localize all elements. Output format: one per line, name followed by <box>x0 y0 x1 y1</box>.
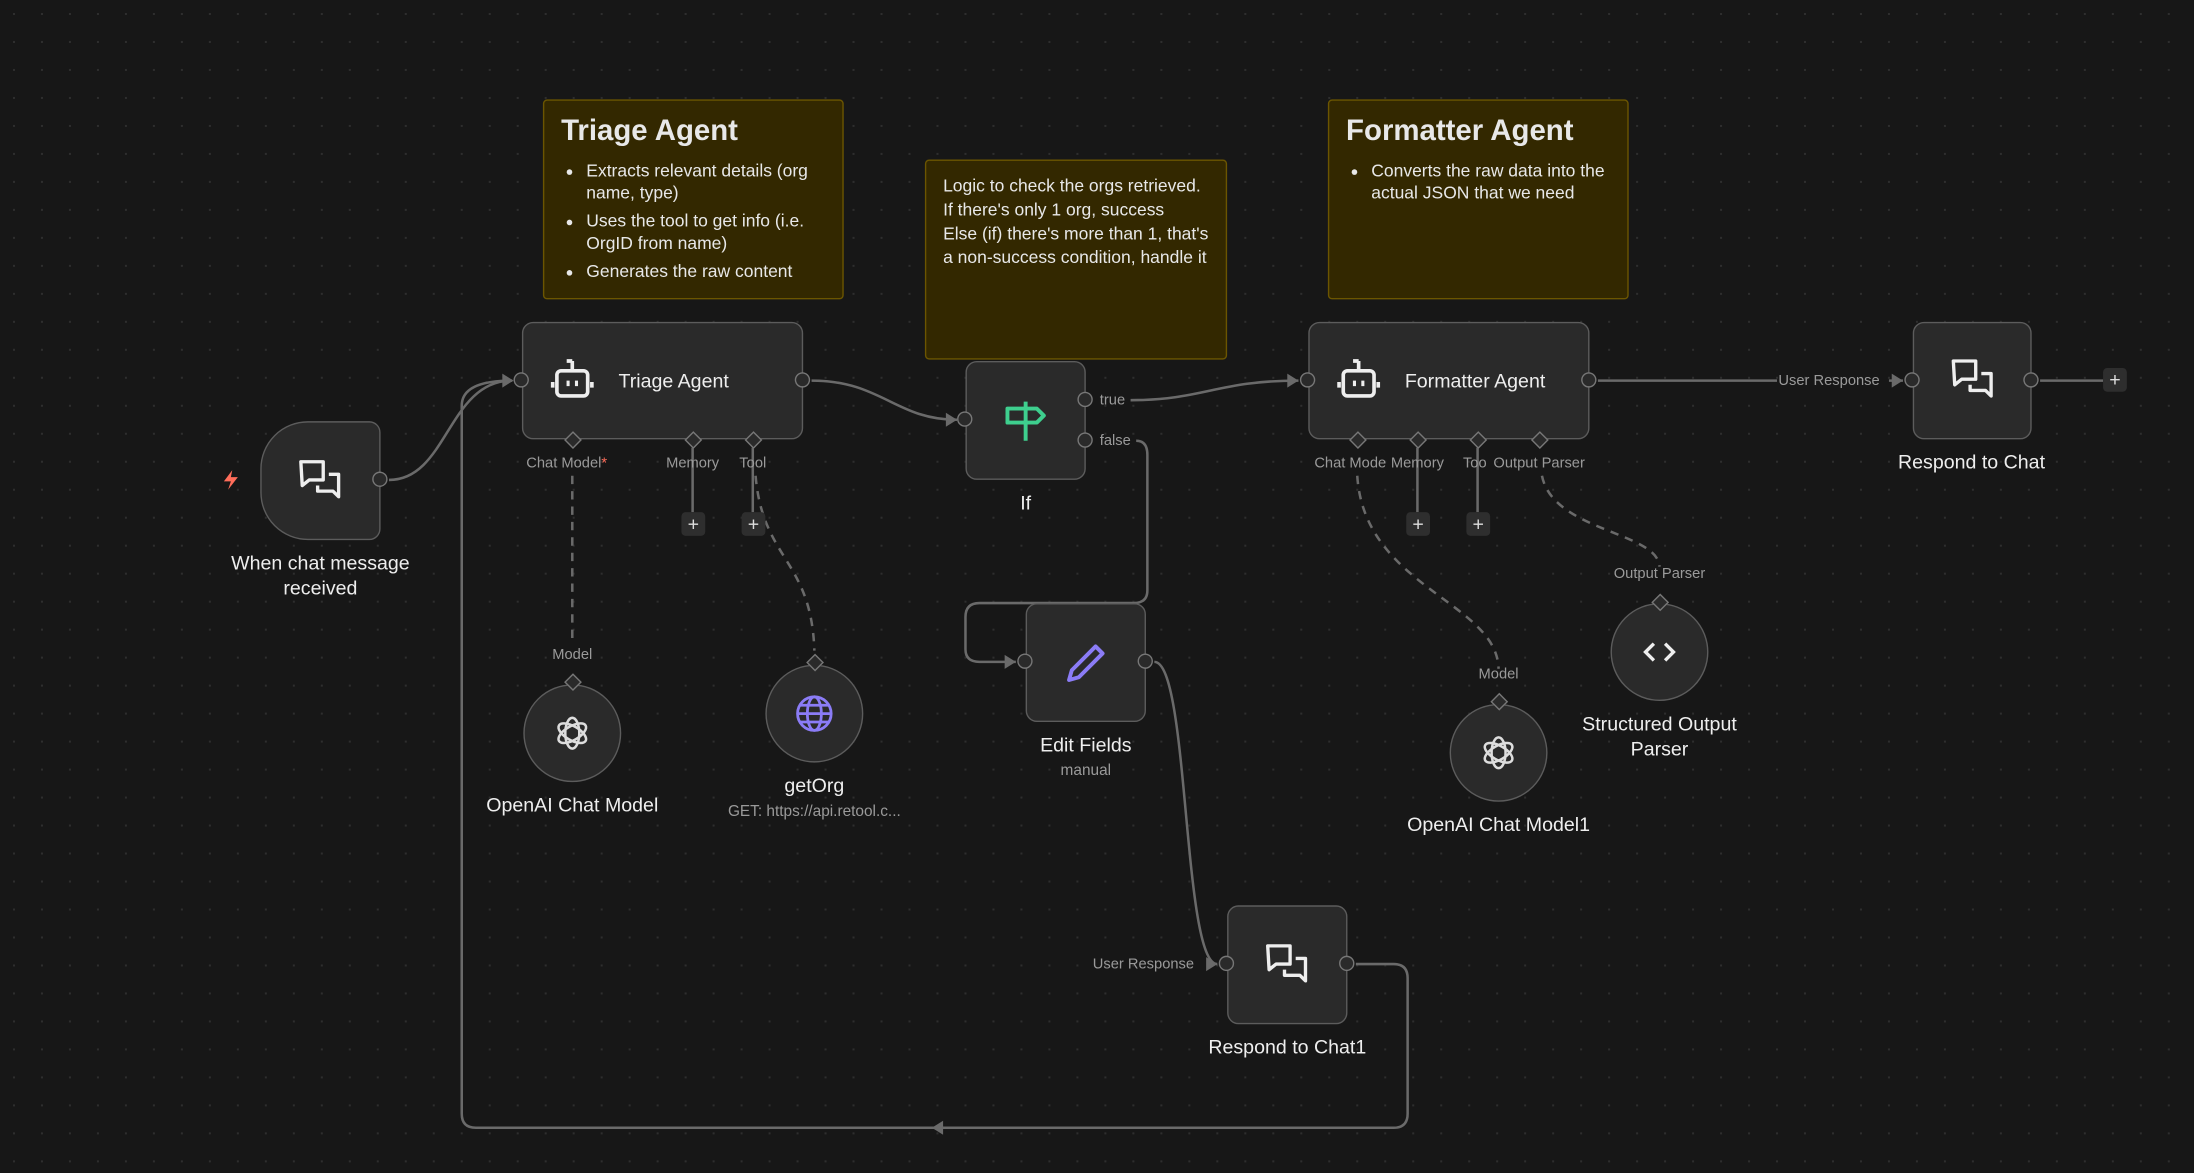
sticky-line: If there's only 1 org, success <box>943 200 1165 220</box>
sticky-item: Uses the tool to get info (i.e. OrgID fr… <box>586 210 825 255</box>
node-edit-fields[interactable] <box>1025 603 1146 723</box>
node-title: Formatter Agent <box>1404 369 1546 392</box>
sticky-title: Formatter Agent <box>1346 114 1574 147</box>
wire-parser-formatter <box>1540 475 1661 567</box>
node-label: OpenAI Chat Model <box>486 793 659 816</box>
add-tool-button[interactable]: + <box>1466 512 1491 536</box>
input-port[interactable] <box>957 411 973 427</box>
sticky-note-triage[interactable]: Triage Agent Extracts relevant details (… <box>542 99 844 300</box>
port-label: Model <box>1478 666 1519 683</box>
globe-icon <box>796 695 833 732</box>
wire-triage-if <box>811 379 958 422</box>
output-label-false: false <box>1099 432 1131 450</box>
sticky-note-if-logic[interactable]: Logic to check the orgs retrieved. If th… <box>924 159 1228 360</box>
port-label: Too <box>1462 454 1487 472</box>
port-label: Output Parser <box>1493 454 1585 472</box>
port-label: Model <box>552 646 593 664</box>
sticky-item: Converts the raw data into the actual JS… <box>1371 160 1610 205</box>
add-node-button[interactable]: + <box>2103 367 2127 392</box>
code-brackets-icon <box>1643 642 1676 662</box>
lightning-bolt-icon <box>223 470 238 490</box>
edge-label: User Response <box>1092 955 1195 973</box>
node-openai-chat-model[interactable] <box>523 684 622 783</box>
wire-edit-respond1 <box>1153 660 1218 966</box>
input-port[interactable] <box>1017 653 1033 669</box>
node-label: If <box>1020 491 1032 514</box>
output-port-true[interactable] <box>1077 391 1093 408</box>
output-port[interactable] <box>1137 653 1153 669</box>
wire-if-false-edit <box>964 439 1149 664</box>
wire-getorg-triage <box>754 475 816 651</box>
output-port[interactable] <box>372 471 388 487</box>
openai-icon <box>557 716 588 750</box>
node-subtitle: manual <box>1060 762 1112 780</box>
port-label: Chat Model* <box>526 454 608 472</box>
wire-openai1-formatter <box>1355 475 1500 669</box>
node-label: When chat message received <box>231 551 410 599</box>
node-structured-output-parser[interactable] <box>1610 603 1709 702</box>
edge-label: User Response <box>1778 372 1880 389</box>
add-memory-button[interactable]: + <box>1406 512 1431 536</box>
node-label: Respond to Chat <box>1898 450 2046 473</box>
input-port[interactable] <box>1218 955 1235 972</box>
port-label: Tool <box>739 454 767 472</box>
node-label: Respond to Chat1 <box>1208 1035 1367 1058</box>
node-getorg[interactable] <box>765 664 864 763</box>
node-respond-to-chat1[interactable] <box>1227 905 1348 1025</box>
chat-bubbles-icon <box>1950 359 1993 398</box>
node-label: Structured Output Parser <box>1582 712 1737 760</box>
node-label: getOrg <box>784 773 845 797</box>
sticky-item: Extracts relevant details (org name, typ… <box>586 160 825 205</box>
node-formatter-agent[interactable]: Formatter Agent <box>1308 321 1590 440</box>
sticky-title: Triage Agent <box>561 114 738 147</box>
node-triage-agent[interactable]: Triage Agent <box>521 321 804 440</box>
output-port[interactable] <box>1339 955 1355 972</box>
port-label: Chat Mode <box>1314 454 1387 472</box>
add-memory-button[interactable]: + <box>681 512 706 536</box>
node-title: Triage Agent <box>618 369 729 392</box>
input-port[interactable] <box>1299 372 1316 388</box>
output-port[interactable] <box>2023 372 2039 388</box>
input-port[interactable] <box>1904 372 1920 388</box>
output-port[interactable] <box>1581 372 1597 388</box>
wire-if-true-formatter <box>1130 379 1299 402</box>
chat-bubbles-icon <box>1266 943 1308 982</box>
node-if[interactable] <box>965 361 1086 480</box>
sticky-line: Logic to check the orgs retrieved. <box>943 176 1201 196</box>
sticky-item: Generates the raw content <box>586 260 825 282</box>
port-label: Memory <box>1390 454 1444 472</box>
port-label: Memory <box>666 454 720 472</box>
node-chat-trigger[interactable] <box>260 421 381 541</box>
port-label: Output Parser <box>1613 565 1706 583</box>
chat-bubbles-icon <box>299 459 341 498</box>
wire-trigger-triage <box>388 379 513 482</box>
node-respond-to-chat[interactable] <box>1912 321 2032 440</box>
add-tool-button[interactable]: + <box>741 512 766 536</box>
node-subtitle: GET: https://api.retool.c... <box>727 803 901 820</box>
output-label-true: true <box>1099 391 1126 409</box>
output-port-false[interactable] <box>1077 432 1093 448</box>
input-port[interactable] <box>513 372 529 388</box>
sticky-note-formatter[interactable]: Formatter Agent Converts the raw data in… <box>1327 99 1629 300</box>
node-label: OpenAI Chat Model1 <box>1407 812 1591 836</box>
signpost-icon <box>1005 400 1046 441</box>
pencil-icon <box>1067 643 1105 682</box>
output-port[interactable] <box>794 372 811 388</box>
robot-icon <box>1337 359 1381 398</box>
node-label: Edit Fields <box>1040 733 1132 756</box>
sticky-line: Else (if) there's more than 1, that's a … <box>943 223 1209 268</box>
openai-icon <box>1483 736 1514 770</box>
node-openai-chat-model1[interactable] <box>1449 703 1548 802</box>
robot-icon <box>550 359 594 398</box>
